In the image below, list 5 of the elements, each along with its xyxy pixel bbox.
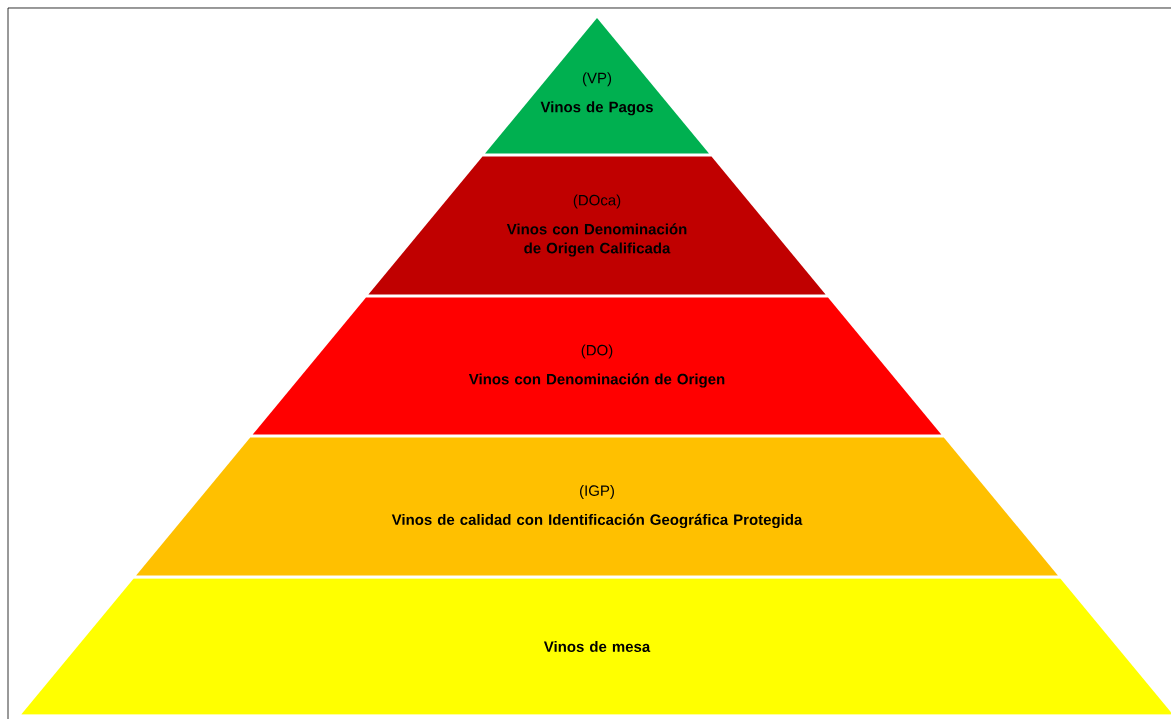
pyramid-tier: (DO) Vinos con Denominación de Origen bbox=[252, 297, 942, 435]
pyramid-tier: Vinos de mesa bbox=[21, 578, 1171, 715]
pyramid-tier: (VP) Vinos de Pagos bbox=[485, 18, 709, 154]
pyramid-tier: (IGP) Vinos de calidad con Identificación Geográfica Protegida bbox=[136, 437, 1058, 576]
pyramid-tier: (DOca) Vinos con Denominación de Origen Calificada bbox=[368, 156, 826, 295]
